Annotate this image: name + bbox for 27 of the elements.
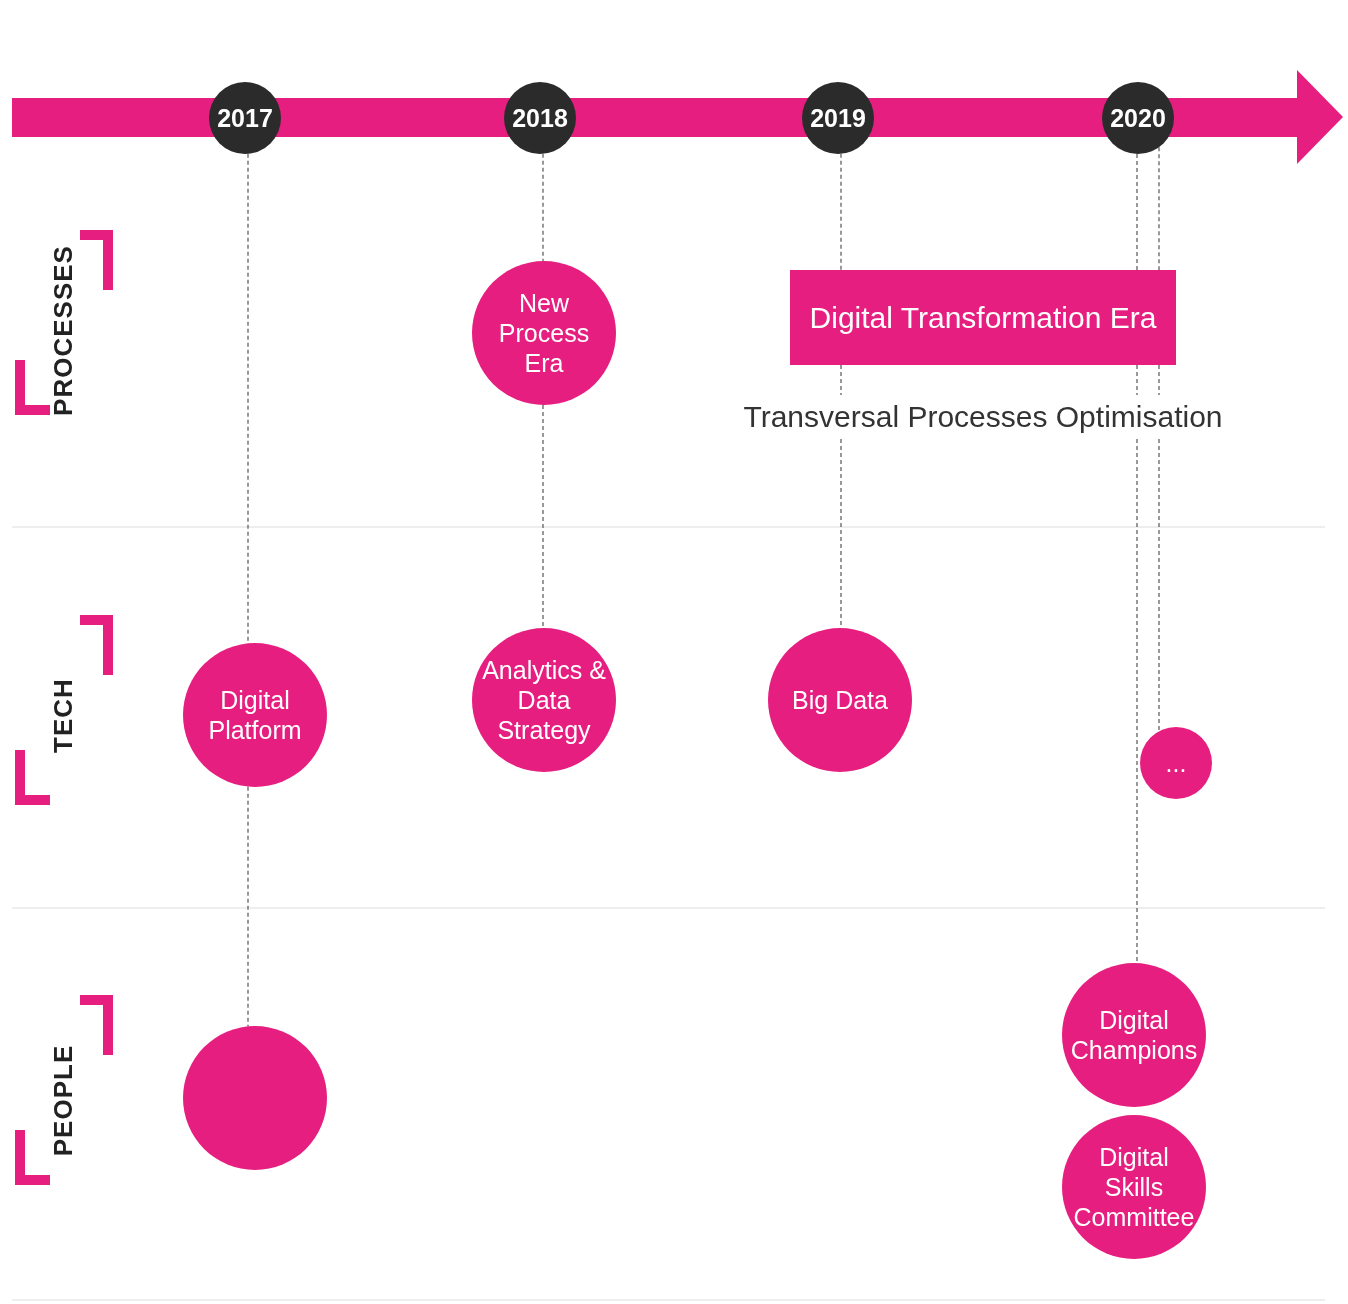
dashed-connector bbox=[542, 404, 544, 629]
year-marker: 2017 bbox=[209, 82, 281, 154]
dashed-connector bbox=[1158, 364, 1160, 396]
dashed-connector bbox=[1158, 146, 1160, 271]
dashed-connector bbox=[542, 153, 544, 262]
milestone-circle: Analytics & Data Strategy bbox=[472, 628, 616, 772]
milestone-circle: Digital Platform bbox=[183, 643, 327, 787]
milestone-circle: Big Data bbox=[768, 628, 912, 772]
row-label: PROCESSES bbox=[47, 244, 79, 416]
milestone-circle: Digital Skills Committee bbox=[1062, 1115, 1206, 1259]
dashed-connector bbox=[1136, 438, 1138, 964]
era-banner: Digital Transformation Era bbox=[790, 270, 1176, 365]
year-marker: 2018 bbox=[504, 82, 576, 154]
milestone-circle: New Process Era bbox=[472, 261, 616, 405]
year-marker: 2020 bbox=[1102, 82, 1174, 154]
milestone-circle: ... bbox=[1140, 727, 1212, 799]
dashed-connector bbox=[1136, 153, 1138, 271]
row-label: PEOPLE bbox=[47, 1044, 79, 1156]
row-label: TECH bbox=[47, 677, 79, 753]
milestone-circle: Digital Champions bbox=[1062, 963, 1206, 1107]
year-marker: 2019 bbox=[802, 82, 874, 154]
dashed-connector bbox=[247, 786, 249, 1027]
dashed-connector bbox=[840, 364, 842, 396]
dashed-connector bbox=[840, 153, 842, 271]
dashed-connector bbox=[1158, 438, 1160, 732]
dashed-connector bbox=[247, 153, 249, 644]
dashed-connector bbox=[1136, 364, 1138, 396]
